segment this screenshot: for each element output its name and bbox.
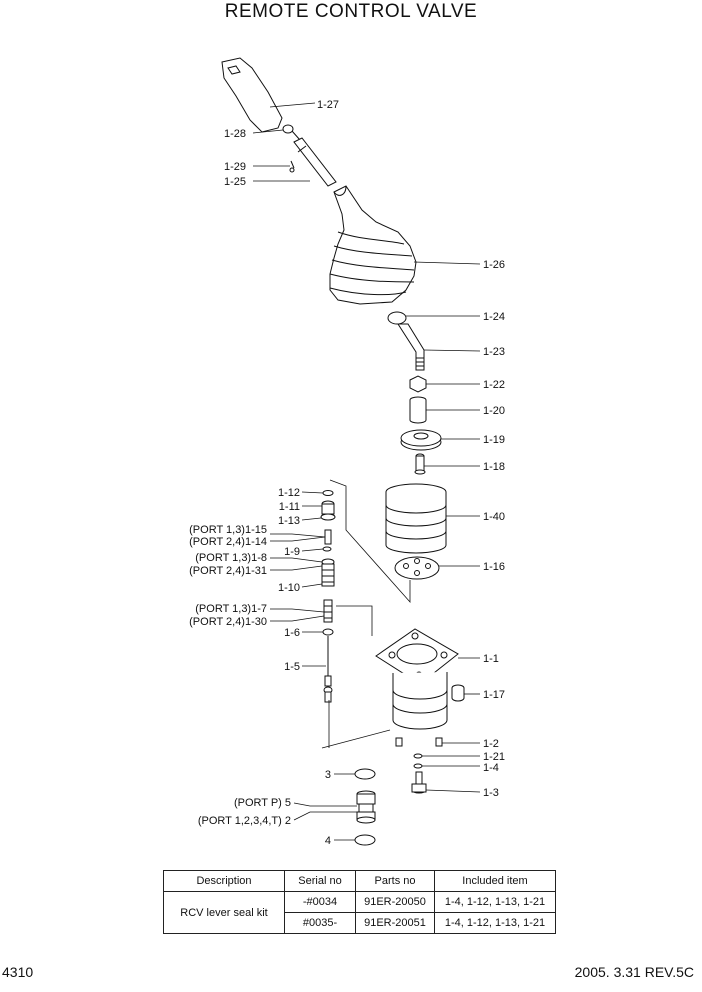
callout-3: 3 xyxy=(325,769,331,781)
callout-1-4: 1-4 xyxy=(483,762,499,774)
callout-1-26: 1-26 xyxy=(483,259,505,271)
header-parts-no: Parts no xyxy=(355,870,435,892)
callout-1-20: 1-20 xyxy=(483,405,505,417)
header-description: Description xyxy=(163,870,285,892)
callout-1-24: 1-24 xyxy=(483,311,505,323)
casing-part xyxy=(375,628,459,730)
callout-1-19: 1-19 xyxy=(483,434,505,446)
included-cell: 1-4, 1-12, 1-13, 1-21 xyxy=(434,912,556,934)
bent-rod-part xyxy=(387,311,425,371)
o-ring-4-part xyxy=(354,834,376,846)
parts-cell: 91ER-20051 xyxy=(355,912,435,934)
seal-kit-table: Description Serial no Parts no Included … xyxy=(163,870,556,934)
callout-5: (PORT P) 5 xyxy=(234,797,291,809)
leader-lines xyxy=(252,102,481,841)
o-ring-3-part xyxy=(354,768,376,780)
knob-grip-part xyxy=(221,57,283,133)
callout-1-9: 1-9 xyxy=(284,546,300,558)
grip-screw-part xyxy=(282,124,301,141)
header-serial-no: Serial no xyxy=(284,870,356,892)
page-title: REMOTE CONTROL VALVE xyxy=(224,1,478,22)
table-row: RCV lever seal kit -#0034 91ER-20050 1-4… xyxy=(163,891,556,934)
callout-1-28: 1-28 xyxy=(224,128,246,140)
nut-part xyxy=(409,375,427,393)
callout-1-29: 1-29 xyxy=(224,161,246,173)
small-rings-part xyxy=(413,753,423,769)
lever-pipe-part xyxy=(293,137,337,187)
callout-1-18: 1-18 xyxy=(483,461,505,473)
callout-4: 4 xyxy=(325,835,331,847)
guide-lines xyxy=(321,479,411,749)
callout-2: (PORT 1,2,3,4,T) 2 xyxy=(198,815,291,827)
connector-part xyxy=(356,790,376,824)
callout-1-21: 1-21 xyxy=(483,751,505,763)
table-row: #0035- 91ER-20051 1-4, 1-12, 1-13, 1-21 xyxy=(164,912,556,934)
rubber-boot-part xyxy=(329,185,417,305)
callout-1-13: 1-13 xyxy=(278,515,300,527)
parts-cell: 91ER-20050 xyxy=(355,891,435,913)
callout-1-25: 1-25 xyxy=(224,176,246,188)
joint-part xyxy=(409,396,427,424)
bushing-part xyxy=(451,684,465,702)
callout-1-2: 1-2 xyxy=(483,738,499,750)
callout-1-15: (PORT 1,3)1-15 xyxy=(189,524,267,536)
serial-cell: -#0034 xyxy=(284,891,356,913)
callout-1-3: 1-3 xyxy=(483,787,499,799)
callout-1-27: 1-27 xyxy=(317,99,339,111)
callout-1-8: (PORT 1,3)1-8 xyxy=(195,552,267,564)
pin-part xyxy=(289,160,295,173)
callout-1-6: 1-6 xyxy=(284,627,300,639)
callout-1-7: (PORT 1,3)1-7 xyxy=(195,603,267,615)
callout-1-22: 1-22 xyxy=(483,379,505,391)
spool-assembly-part xyxy=(320,490,336,703)
callout-1-10: 1-10 xyxy=(278,582,300,594)
callout-1-30: (PORT 2,4)1-30 xyxy=(189,616,267,628)
table-header-row: Description Serial no Parts no Included … xyxy=(163,870,556,892)
bolt-part xyxy=(395,737,443,747)
callout-1-31: (PORT 2,4)1-31 xyxy=(189,565,267,577)
boot-cylinder-part xyxy=(385,483,447,554)
plate-part xyxy=(394,556,440,580)
serial-cell: #0035- xyxy=(284,912,356,934)
revision-date: 2005. 3.31 REV.5C xyxy=(574,964,694,980)
description-cell: RCV lever seal kit xyxy=(163,891,285,934)
callout-1-17: 1-17 xyxy=(483,689,505,701)
page-number: 4310 xyxy=(2,964,34,980)
callout-1-23: 1-23 xyxy=(483,346,505,358)
callout-1-16: 1-16 xyxy=(483,561,505,573)
callout-1-40: 1-40 xyxy=(483,511,505,523)
disc-plate-part xyxy=(400,429,442,451)
callout-1-11: 1-11 xyxy=(279,501,300,513)
included-cell: 1-4, 1-12, 1-13, 1-21 xyxy=(434,891,556,913)
callout-1-1: 1-1 xyxy=(483,653,499,665)
plug-part xyxy=(411,771,427,794)
adjust-screw-part xyxy=(414,453,426,475)
callout-1-5: 1-5 xyxy=(284,661,300,673)
header-included-item: Included item xyxy=(434,870,556,892)
callout-1-14: (PORT 2,4)1-14 xyxy=(189,536,267,548)
callout-1-12: 1-12 xyxy=(278,487,300,499)
